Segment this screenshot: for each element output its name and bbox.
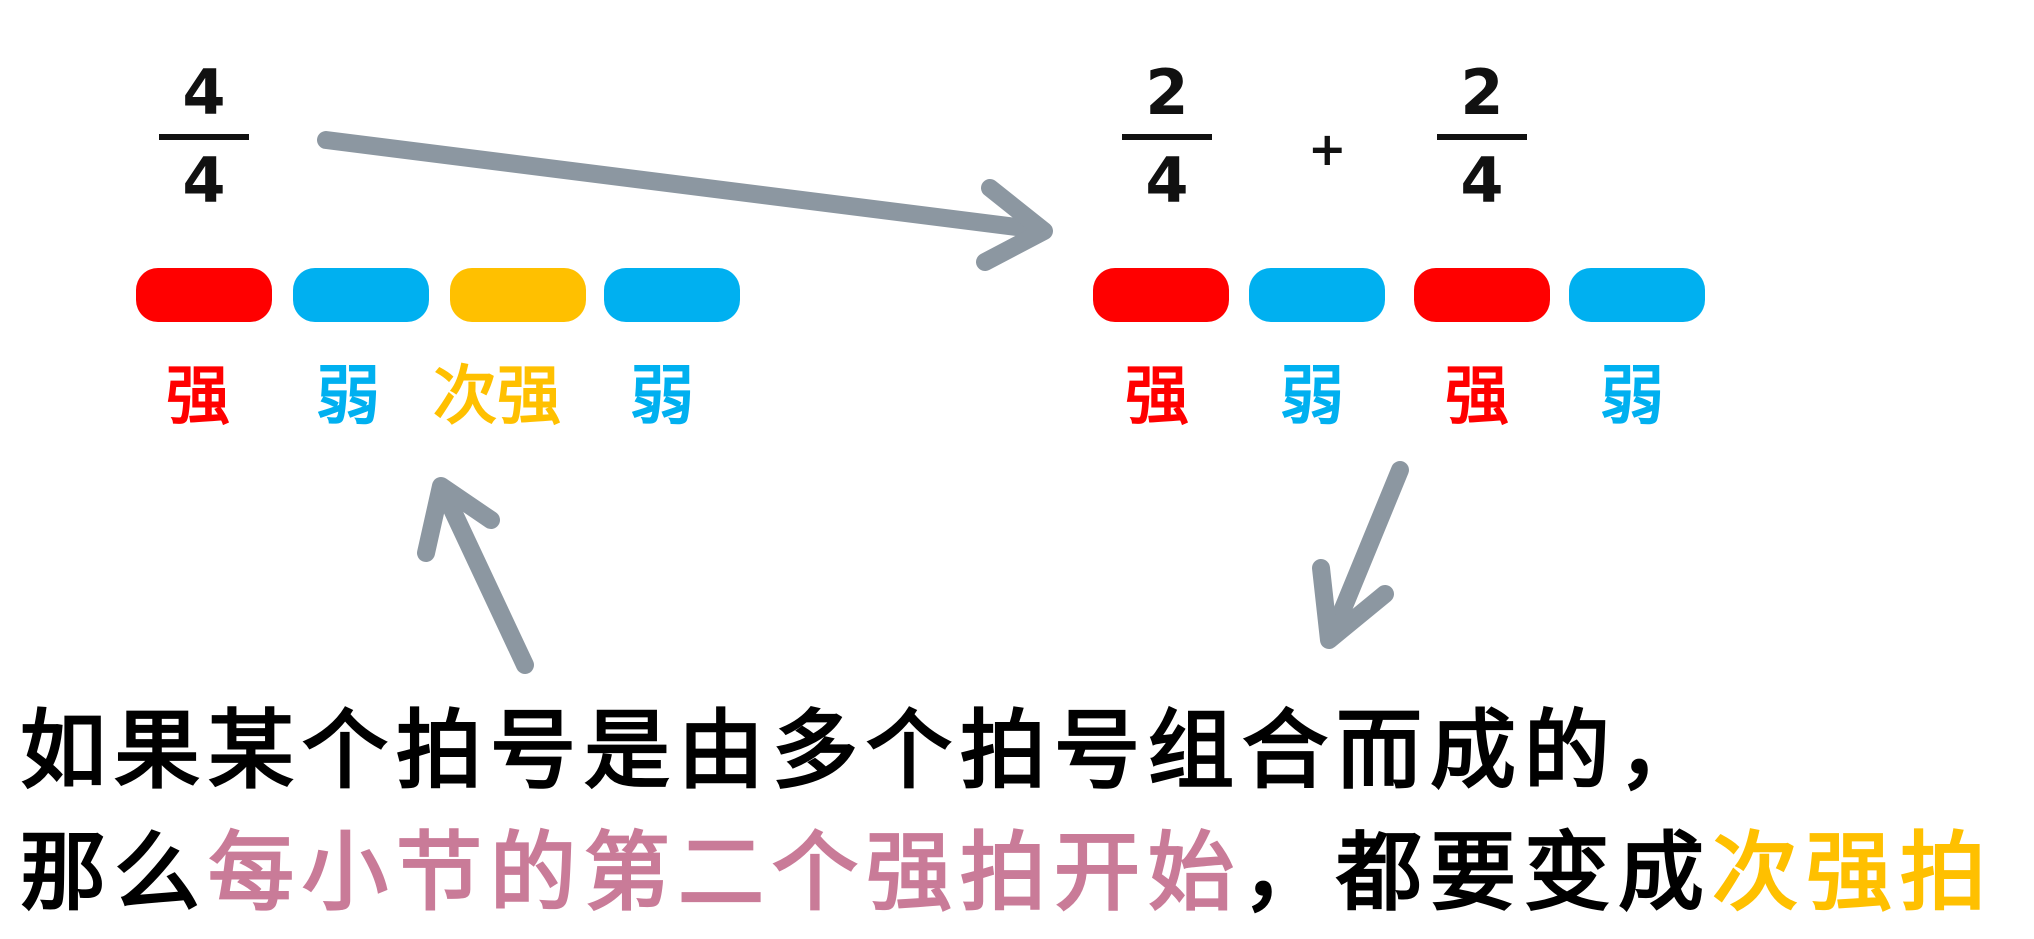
numerator: 2 (1460, 56, 1504, 129)
numerator: 4 (182, 56, 226, 129)
caption-text: 那么 (20, 823, 208, 923)
beat-label: 弱 (1600, 360, 1664, 434)
caption-line-2: 那么每小节的第二个强拍开始，都要变成次强拍 (20, 830, 1994, 916)
beat-label: 强 (166, 360, 230, 434)
arrow-right-icon (317, 131, 1053, 271)
caption-text: ，都要变成 (1242, 823, 1712, 923)
beat-label: 次强 (433, 360, 561, 434)
denominator: 4 (1145, 144, 1189, 217)
time-signature-2-4: 2 4 (1437, 62, 1527, 212)
beat-weak (604, 268, 740, 322)
caption-highlight: 每小节的第二个强拍开始 (208, 823, 1242, 923)
denominator: 4 (182, 144, 226, 217)
time-signature-4-4: 4 4 (159, 62, 249, 212)
fraction-bar (1122, 134, 1212, 140)
fraction-bar (1437, 134, 1527, 140)
numerator: 2 (1145, 56, 1189, 129)
plus-sign: + (1308, 122, 1347, 176)
denominator: 4 (1460, 144, 1504, 217)
beat-label: 强 (1125, 360, 1189, 434)
beat-label: 弱 (316, 360, 380, 434)
beat-medium (450, 268, 586, 322)
beat-label: 弱 (1280, 360, 1344, 434)
beat-weak (293, 268, 429, 322)
beat-label: 弱 (630, 360, 694, 434)
beat-strong (1414, 268, 1550, 322)
fraction-bar (159, 134, 249, 140)
time-signature-2-4: 2 4 (1122, 62, 1212, 212)
caption-highlight: 次强拍 (1712, 823, 1994, 923)
beat-weak (1569, 268, 1705, 322)
arrow-up-icon (417, 477, 534, 674)
beat-strong (1093, 268, 1229, 322)
beat-label: 强 (1445, 360, 1509, 434)
caption-line-1: 如果某个拍号是由多个拍号组合而成的， (20, 701, 1712, 801)
arrow-down-icon (1312, 461, 1409, 649)
beat-weak (1249, 268, 1385, 322)
beat-strong (136, 268, 272, 322)
